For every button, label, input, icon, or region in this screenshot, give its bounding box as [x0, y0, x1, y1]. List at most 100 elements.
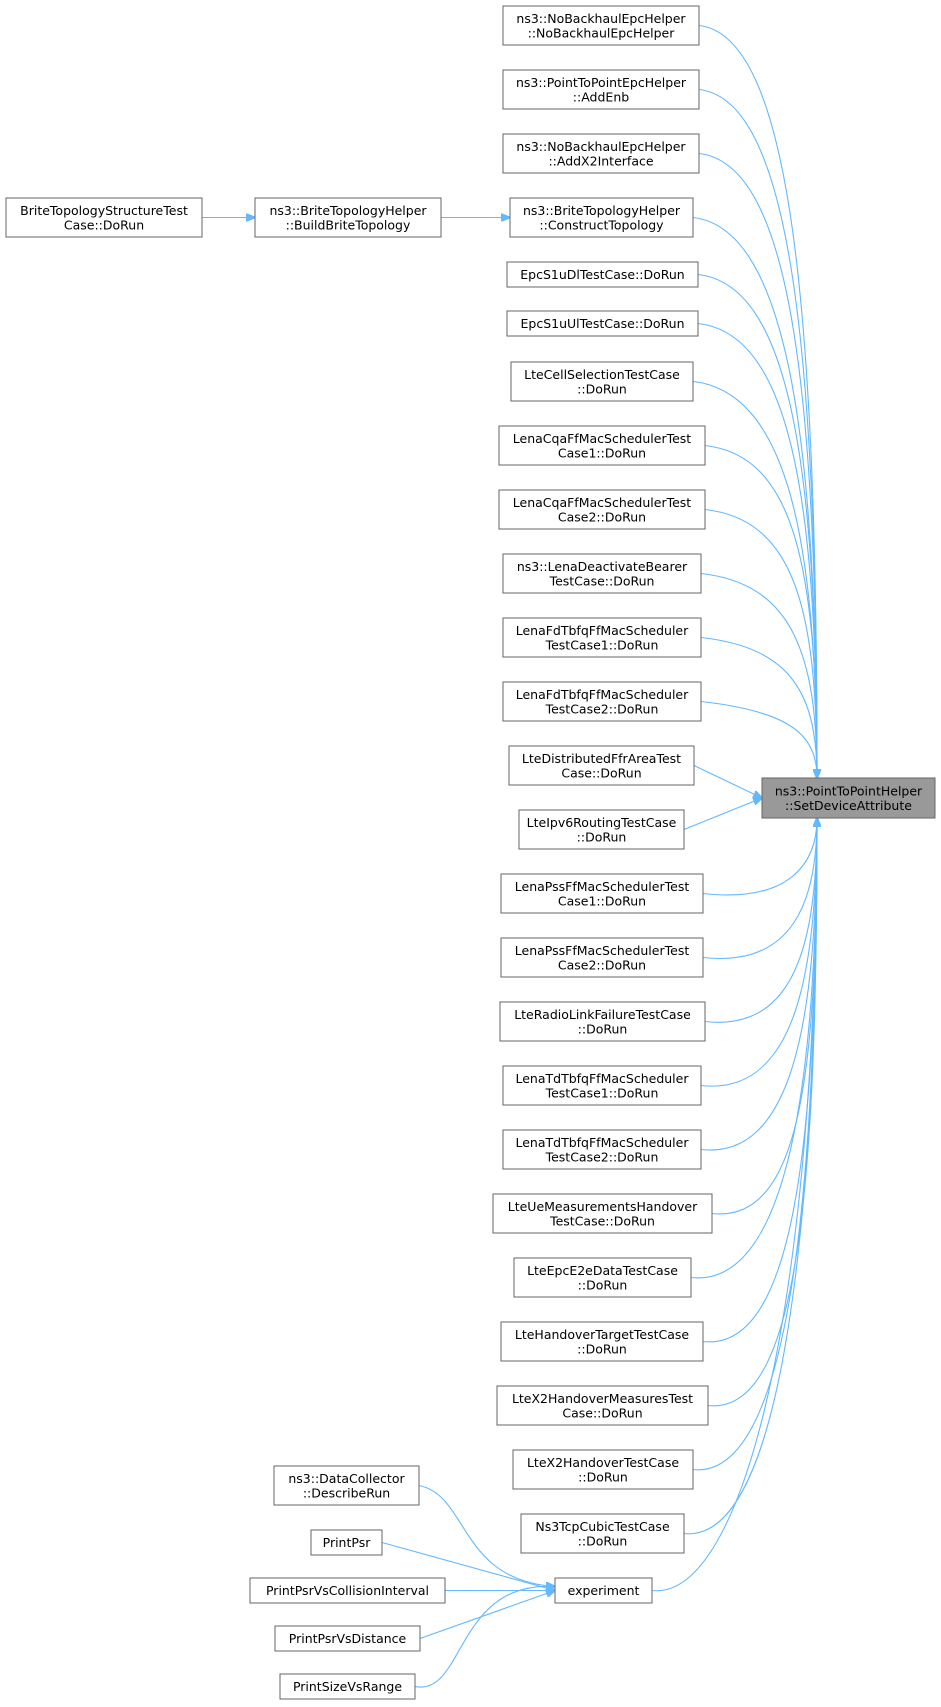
edge-path — [704, 444, 817, 779]
node-box — [520, 1513, 685, 1554]
edge-path — [711, 818, 817, 1215]
node-box — [761, 777, 936, 819]
edge-n10-to-target — [700, 572, 817, 779]
edge-n1-to-target — [698, 24, 817, 779]
node-label-line: LteIpv6RoutingTestCase — [527, 815, 677, 830]
node-label-line: LteDistributedFfrAreaTest — [522, 751, 681, 766]
edge-path — [700, 818, 817, 1087]
caller-node-pp[interactable]: PrintPsr — [310, 1529, 383, 1556]
node-label-line: ns3::BriteTopologyHelper — [523, 203, 681, 218]
node-box — [310, 1529, 383, 1556]
edge-path — [692, 216, 817, 779]
node-box — [508, 745, 695, 786]
caller-node-n1[interactable]: ns3::NoBackhaulEpcHelper::NoBackhaulEpcH… — [502, 5, 700, 46]
caller-node-n22[interactable]: LteHandoverTargetTestCase::DoRun — [500, 1321, 704, 1362]
node-label-line: ns3::BriteTopologyHelper — [269, 203, 427, 218]
edge-path — [683, 798, 762, 831]
caller-node-pvd[interactable]: PrintPsrVsDistance — [274, 1625, 421, 1652]
caller-node-n25[interactable]: Ns3TcpCubicTestCase::DoRun — [520, 1513, 685, 1554]
node-box — [518, 809, 685, 850]
node-label-line: LenaTdTbfqFfMacScheduler — [516, 1071, 690, 1086]
node-label-line: LenaPssFfMacSchedulerTest — [515, 879, 690, 894]
node-label-line: ns3::PointToPointEpcHelper — [516, 75, 687, 90]
node-box — [512, 1449, 694, 1490]
caller-node-n21[interactable]: LteEpcE2eDataTestCase::DoRun — [513, 1257, 692, 1298]
caller-node-n17[interactable]: LteRadioLinkFailureTestCase::DoRun — [499, 1001, 706, 1042]
node-label-line: Ns3TcpCubicTestCase — [535, 1519, 670, 1534]
node-label-line: ns3::NoBackhaulEpcHelper — [516, 139, 686, 154]
caller-node-dc[interactable]: ns3::DataCollector::DescribeRun — [273, 1465, 420, 1506]
caller-node-bth[interactable]: ns3::BriteTopologyHelper::BuildBriteTopo… — [254, 197, 442, 238]
edge-pp-to-exp — [381, 1541, 555, 1591]
edge-n7-to-target — [692, 380, 817, 779]
node-box — [500, 1321, 704, 1362]
node-label-line: LenaCqaFfMacSchedulerTest — [513, 495, 692, 510]
node-label-line: BriteTopologyStructureTest — [20, 203, 188, 218]
edges-layer — [202, 24, 817, 1688]
edge-n8-to-target — [704, 444, 817, 779]
edge-n6-to-target — [697, 322, 817, 779]
node-label-line: LteEpcE2eDataTestCase — [527, 1263, 678, 1278]
caller-node-n6[interactable]: EpcS1uUlTestCase::DoRun — [506, 310, 699, 337]
edge-path — [707, 818, 817, 1407]
caller-node-n24[interactable]: LteX2HandoverTestCase::DoRun — [512, 1449, 694, 1490]
edge-n20-to-target — [711, 818, 817, 1215]
node-label-line: ::AddEnb — [573, 89, 629, 104]
edge-n12-to-target — [700, 700, 817, 779]
edge-n16-to-target — [702, 818, 817, 960]
node-label-line: LteUeMeasurementsHandover — [508, 1199, 698, 1214]
node-box — [249, 1577, 446, 1604]
edge-n19-to-target — [700, 818, 817, 1151]
node-box — [506, 261, 699, 288]
node-label-line: LenaFdTbfqFfMacScheduler — [516, 623, 689, 638]
edge-n2-to-target — [698, 88, 817, 779]
edge-path — [700, 636, 817, 779]
caller-node-n2[interactable]: ns3::PointToPointEpcHelper::AddEnb — [502, 69, 700, 110]
node-label-line: ::DoRun — [577, 1341, 627, 1356]
node-box — [502, 133, 700, 174]
node-label-line: LteRadioLinkFailureTestCase — [514, 1007, 691, 1022]
node-label-line: TestCase1::DoRun — [545, 637, 659, 652]
caller-node-n14[interactable]: LteIpv6RoutingTestCase::DoRun — [518, 809, 685, 850]
node-label-line: EpcS1uUlTestCase::DoRun — [520, 316, 684, 331]
node-label-line: Case2::DoRun — [558, 957, 646, 972]
caller-node-n7[interactable]: LteCellSelectionTestCase::DoRun — [510, 361, 694, 402]
caller-node-psr[interactable]: PrintSizeVsRange — [279, 1673, 416, 1700]
caller-node-n3[interactable]: ns3::NoBackhaulEpcHelper::AddX2Interface — [502, 133, 700, 174]
edge-n9-to-target — [704, 508, 817, 779]
caller-node-n5[interactable]: EpcS1uDlTestCase::DoRun — [506, 261, 699, 288]
node-label-line: ::DoRun — [578, 1533, 628, 1548]
node-box — [502, 681, 702, 722]
edge-path — [693, 765, 762, 799]
caller-node-exp[interactable]: experiment — [554, 1577, 653, 1604]
node-label-line: LenaFdTbfqFfMacScheduler — [516, 687, 689, 702]
caller-node-n4[interactable]: ns3::BriteTopologyHelper::ConstructTopol… — [509, 197, 694, 238]
node-box — [554, 1577, 653, 1604]
node-box — [496, 1385, 709, 1426]
caller-node-pci[interactable]: PrintPsrVsCollisionInterval — [249, 1577, 446, 1604]
node-label-line: TestCase::DoRun — [549, 573, 655, 588]
target-node[interactable]: ns3::PointToPointHelper::SetDeviceAttrib… — [761, 777, 936, 819]
node-label-line: TestCase2::DoRun — [545, 701, 659, 716]
node-box — [279, 1673, 416, 1700]
node-box — [492, 1193, 713, 1234]
node-label-line: PrintPsrVsCollisionInterval — [266, 1583, 429, 1598]
node-label-line: ns3::NoBackhaulEpcHelper — [516, 11, 686, 26]
node-label-line: LteCellSelectionTestCase — [524, 367, 680, 382]
edge-path — [698, 152, 817, 779]
edge-path — [698, 24, 817, 779]
